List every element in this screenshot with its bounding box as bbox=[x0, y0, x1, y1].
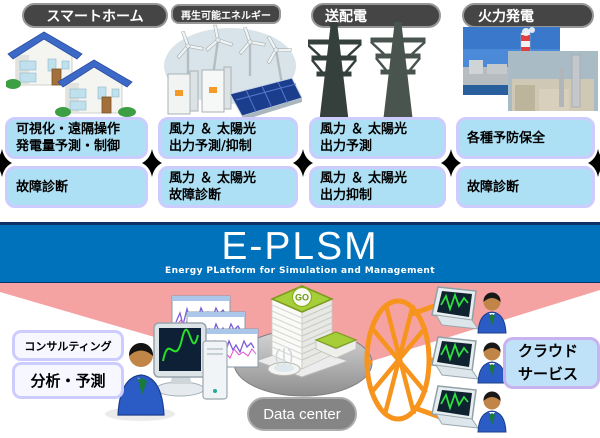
renewable-energy-illustration bbox=[164, 24, 302, 120]
feature-line: 出力予測 bbox=[320, 139, 373, 154]
feature-line: 故障診断 bbox=[467, 179, 520, 195]
feature-box-smart-2: 故障診断 bbox=[5, 166, 148, 208]
eplsm-subtitle: Energy PLatform for Simulation and Manag… bbox=[165, 266, 435, 276]
eplsm-banner: E-PLSM Energy PLatform for Simulation an… bbox=[0, 222, 600, 283]
analysis-box: 分析・予測 bbox=[12, 362, 124, 399]
feature-line: 風力 ＆ 太陽光 bbox=[169, 171, 257, 186]
feature-box-thermal-1: 各種予防保全 bbox=[456, 117, 595, 159]
header-smart-home-label: スマートホーム bbox=[46, 8, 144, 25]
analysis-monitor-icon bbox=[153, 322, 207, 397]
bottom-artwork: GO bbox=[0, 283, 600, 433]
feature-line: 各種予防保全 bbox=[467, 130, 546, 146]
feature-line: 故障診断 bbox=[169, 188, 222, 203]
building-logo: GO bbox=[295, 293, 309, 303]
header-renewable-energy-label: 再生可能エネルギー bbox=[181, 10, 271, 22]
header-renewable-energy: 再生可能エネルギー bbox=[171, 4, 281, 24]
consulting-label: コンサルティング bbox=[24, 339, 112, 353]
feature-line: 出力予測/抑制 bbox=[169, 139, 252, 154]
feature-box-transmission-1: 風力 ＆ 太陽光 出力予測 bbox=[309, 117, 446, 159]
feature-box-renewable-2: 風力 ＆ 太陽光 故障診断 bbox=[158, 166, 298, 208]
header-transmission-label: 送配電 bbox=[325, 8, 367, 25]
solar-panel-icon bbox=[229, 77, 302, 120]
consulting-box: コンサルティング bbox=[12, 330, 124, 361]
client-station-icons bbox=[431, 286, 507, 433]
eplsm-title: E-PLSM bbox=[221, 225, 379, 268]
battery-storage-icon bbox=[167, 66, 232, 115]
cloud-service-line2: サービス bbox=[518, 365, 579, 383]
network-icon bbox=[364, 298, 441, 422]
transmission-tower-icon bbox=[308, 22, 427, 122]
power-plant-photo-2 bbox=[508, 51, 598, 111]
pc-tower-icon bbox=[202, 340, 228, 400]
feature-line: 出力抑制 bbox=[320, 188, 373, 203]
feature-line: 風力 ＆ 太陽光 bbox=[169, 122, 257, 137]
datacenter-label: Data center bbox=[263, 405, 341, 423]
annex-building bbox=[314, 331, 358, 359]
header-thermal-power: 火力発電 bbox=[462, 3, 594, 28]
feature-box-thermal-2: 故障診断 bbox=[456, 166, 595, 208]
header-smart-home: スマートホーム bbox=[22, 3, 168, 28]
feature-box-renewable-1: 風力 ＆ 太陽光 出力予測/抑制 bbox=[158, 117, 298, 159]
feature-line: 風力 ＆ 太陽光 bbox=[320, 171, 408, 186]
smart-home-houses-icon bbox=[6, 31, 137, 118]
analysis-label: 分析・予測 bbox=[30, 372, 106, 390]
fountain-icon bbox=[267, 348, 301, 376]
feature-box-transmission-2: 風力 ＆ 太陽光 出力抑制 bbox=[309, 166, 446, 208]
thermal-plant-photos bbox=[463, 27, 598, 111]
datacenter-label-bubble: Data center bbox=[247, 397, 357, 431]
consultant-icon bbox=[105, 343, 175, 421]
feature-line: 風力 ＆ 太陽光 bbox=[320, 122, 408, 137]
header-transmission: 送配電 bbox=[311, 3, 441, 28]
feature-line: 故障診断 bbox=[16, 179, 69, 195]
feature-line: 発電量予測・制御 bbox=[16, 139, 121, 154]
cloud-service-line1: クラウド bbox=[518, 342, 579, 360]
cloud-service-box: クラウド サービス bbox=[503, 337, 600, 389]
header-thermal-power-label: 火力発電 bbox=[478, 8, 534, 25]
feature-box-smart-1: 可視化・遠隔操作 発電量予測・制御 bbox=[5, 117, 148, 159]
feature-line: 可視化・遠隔操作 bbox=[16, 122, 121, 137]
datacenter-building-icon: GO bbox=[254, 285, 358, 378]
